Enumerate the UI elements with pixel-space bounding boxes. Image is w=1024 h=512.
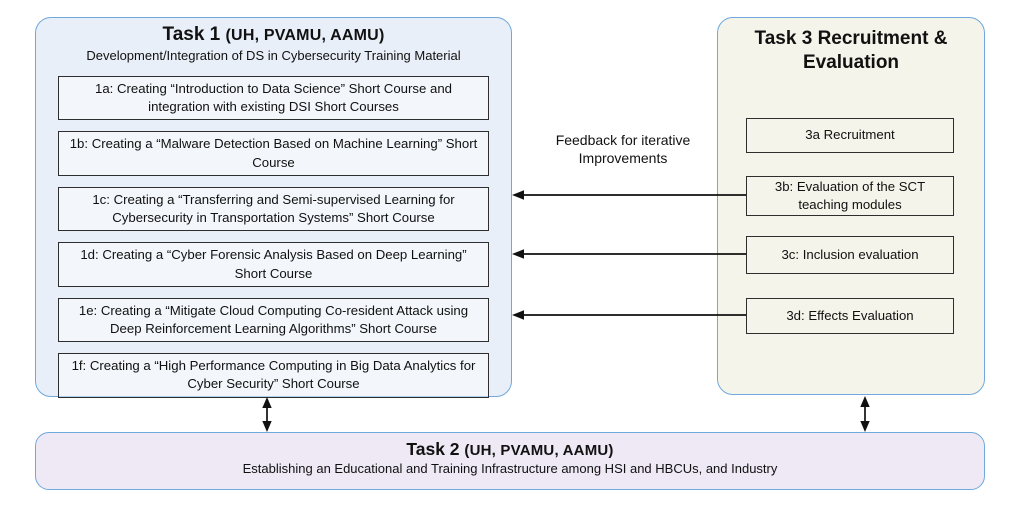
task2-title-paren: (UH, PVAMU, AAMU)	[464, 442, 614, 459]
task3-item-3a: 3a Recruitment	[746, 118, 954, 153]
feedback-arrow-3d	[512, 310, 746, 320]
task1-task2-double-arrow	[262, 397, 272, 432]
task1-item-1c: 1c: Creating a “Transferring and Semi-su…	[58, 186, 489, 232]
task2-title-main: Task 2	[406, 439, 465, 459]
task3-title: Task 3 Recruitment & Evaluation	[754, 28, 948, 73]
feedback-label: Feedback for iterative Improvements	[555, 132, 691, 167]
task3-item-3c: 3c: Inclusion evaluation	[746, 236, 954, 274]
task2-subtitle: Establishing an Educational and Training…	[242, 461, 778, 476]
task1-title-main: Task 1	[162, 24, 226, 45]
task3-task2-double-arrow	[860, 396, 870, 432]
task1-item-list: 1a: Creating “Introduction to Data Scien…	[58, 76, 489, 398]
task3-container: Task 3 Recruitment & Evaluation 3a Recru…	[717, 17, 985, 395]
task1-title-paren: (UH, PVAMU, AAMU)	[225, 27, 385, 44]
task1-title: Task 1 (UH, PVAMU, AAMU)	[36, 18, 511, 47]
task3-item-3d: 3d: Effects Evaluation	[746, 298, 954, 334]
feedback-arrow-3c	[512, 249, 746, 259]
task1-subtitle: Development/Integration of DS in Cyberse…	[86, 47, 461, 63]
task1-item-1e: 1e: Creating a “Mitigate Cloud Computing…	[58, 297, 489, 343]
task1-item-1d: 1d: Creating a “Cyber Forensic Analysis …	[58, 242, 489, 287]
feedback-arrow-3b	[512, 190, 746, 200]
task2-container: Task 2 (UH, PVAMU, AAMU) Establishing an…	[35, 432, 985, 490]
task1-item-1b: 1b: Creating a “Malware Detection Based …	[58, 131, 489, 176]
task1-item-1f: 1f: Creating a “High Performance Computi…	[58, 353, 489, 398]
task3-item-3b: 3b: Evaluation of the SCT teaching modul…	[746, 176, 954, 216]
task2-title: Task 2 (UH, PVAMU, AAMU)	[36, 439, 984, 460]
task1-item-1a: 1a: Creating “Introduction to Data Scien…	[58, 76, 489, 121]
task1-container: Task 1 (UH, PVAMU, AAMU) Development/Int…	[35, 17, 512, 398]
